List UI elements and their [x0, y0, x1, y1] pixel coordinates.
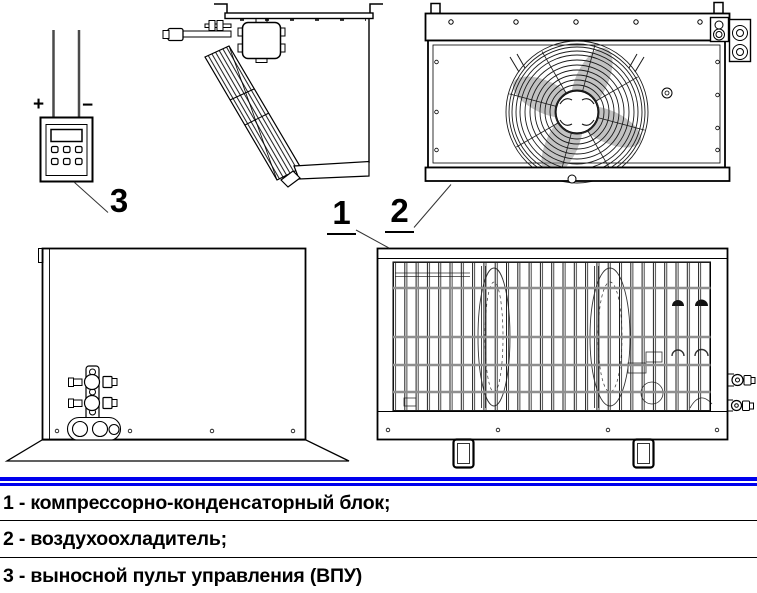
- separator-double-line: [0, 477, 757, 486]
- panel-screws: [434, 59, 720, 153]
- drain-plug: [567, 174, 577, 184]
- top-rail: [224, 12, 374, 20]
- hub-clips: [559, 98, 595, 126]
- casing-top-rail: [424, 12, 731, 42]
- air-cooler-front-view-drawing: [413, 1, 752, 228]
- evaporator-coil: [204, 45, 302, 181]
- drain-pan: [293, 160, 370, 180]
- mount-bracket-right: [369, 3, 383, 13]
- base-skirt: [4, 439, 350, 462]
- junction-box: [237, 18, 286, 63]
- legend-item-2-text: 2 - воздухоохладитель;: [3, 528, 227, 550]
- legend-row-3: 3 - выносной пульт управления (ВПУ): [0, 559, 757, 593]
- side-service-valves: [728, 373, 756, 412]
- hanger-bracket-left: [430, 2, 441, 15]
- remote-control-panel-drawing: [39, 30, 109, 213]
- protective-grille: [392, 261, 711, 412]
- drain-outlet: [280, 170, 301, 188]
- side-panel: [41, 247, 307, 441]
- polarity-plus-label: +: [33, 94, 45, 115]
- callout-3: 3: [109, 182, 129, 219]
- air-cooler-side-view-drawing: [162, 3, 383, 188]
- panel-keypad: [50, 145, 83, 166]
- mount-bracket-left: [214, 3, 228, 13]
- fan-hub: [555, 90, 599, 134]
- leader-line-1: [355, 229, 390, 249]
- panel-housing: [39, 116, 94, 183]
- legend-row-2: 2 - воздухоохладитель;: [0, 523, 757, 558]
- callout-1: 1: [327, 194, 356, 235]
- panel-display: [50, 128, 83, 143]
- condenser-unit-side-view-drawing: [4, 247, 350, 462]
- separator-blue-band-top: [0, 477, 757, 481]
- leader-line-3: [73, 181, 109, 213]
- motor-screw: [661, 87, 673, 99]
- callout-2: 2: [385, 192, 414, 233]
- top-rail-screws: [448, 19, 703, 25]
- legend-item-3-text: 3 - выносной пульт управления (ВПУ): [3, 564, 363, 587]
- service-valves: [68, 365, 118, 432]
- legend-item-1-text: 1 - компрессорно-конденсаторный блок;: [3, 492, 391, 514]
- fan-guard: [505, 40, 649, 184]
- polarity-minus-label: −: [82, 95, 94, 116]
- mounting-feet: [452, 438, 655, 469]
- pipe-connection-block: [709, 16, 752, 63]
- condenser-unit-front-view-drawing: [355, 229, 756, 469]
- separator-blue-band-bottom: [0, 483, 757, 486]
- legend-row-1: 1 - компрессорно-конденсаторный блок;: [0, 487, 757, 521]
- leader-line-2: [413, 184, 452, 228]
- hanger-bracket-right: [713, 1, 724, 15]
- panel-faceplate: [45, 124, 88, 176]
- refrigerant-pipes: [162, 20, 232, 42]
- casing-bottom-rail: [424, 166, 731, 182]
- base-screws: [385, 427, 720, 433]
- panel-screws: [54, 428, 296, 434]
- pipe-grommet: [66, 416, 122, 442]
